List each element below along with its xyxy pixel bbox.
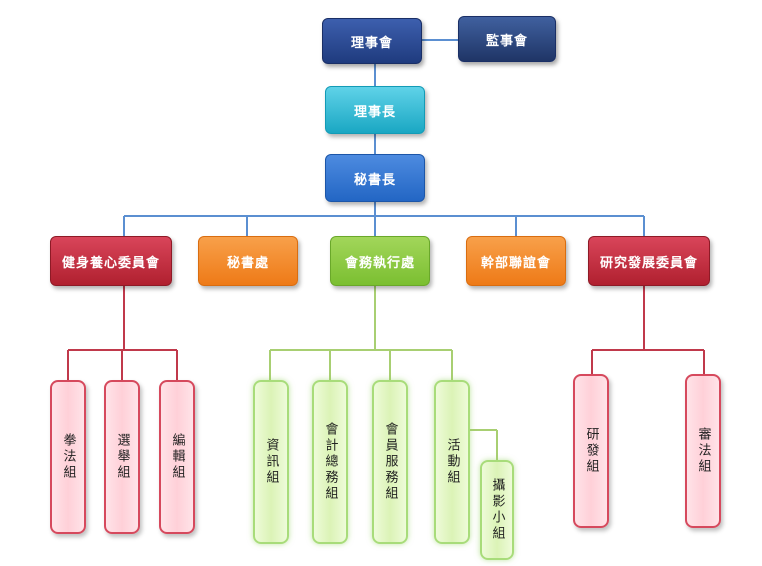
node-secretariat[interactable]: 秘書處 — [198, 236, 298, 286]
node-group-election[interactable]: 選舉組 — [104, 380, 140, 534]
node-research-committee[interactable]: 研究發展委員會 — [588, 236, 710, 286]
node-supervisors[interactable]: 監事會 — [458, 16, 556, 62]
node-cadre-council[interactable]: 幹部聯誼會 — [466, 236, 566, 286]
node-group-review[interactable]: 審法組 — [685, 374, 721, 528]
node-group-photo[interactable]: 攝影小組 — [480, 460, 514, 560]
node-board[interactable]: 理事會 — [322, 18, 422, 64]
node-executive-office[interactable]: 會務執行處 — [330, 236, 430, 286]
node-chairman[interactable]: 理事長 — [325, 86, 425, 134]
node-secretary-general[interactable]: 秘書長 — [325, 154, 425, 202]
node-health-committee[interactable]: 健身養心委員會 — [50, 236, 172, 286]
node-group-activities[interactable]: 活動組 — [434, 380, 470, 544]
node-group-accounting[interactable]: 會計總務組 — [312, 380, 348, 544]
node-group-it[interactable]: 資訊組 — [253, 380, 289, 544]
node-group-law[interactable]: 拳法組 — [50, 380, 86, 534]
node-group-editing[interactable]: 編輯組 — [159, 380, 195, 534]
node-group-member-services[interactable]: 會員服務組 — [372, 380, 408, 544]
node-group-research[interactable]: 研發組 — [573, 374, 609, 528]
